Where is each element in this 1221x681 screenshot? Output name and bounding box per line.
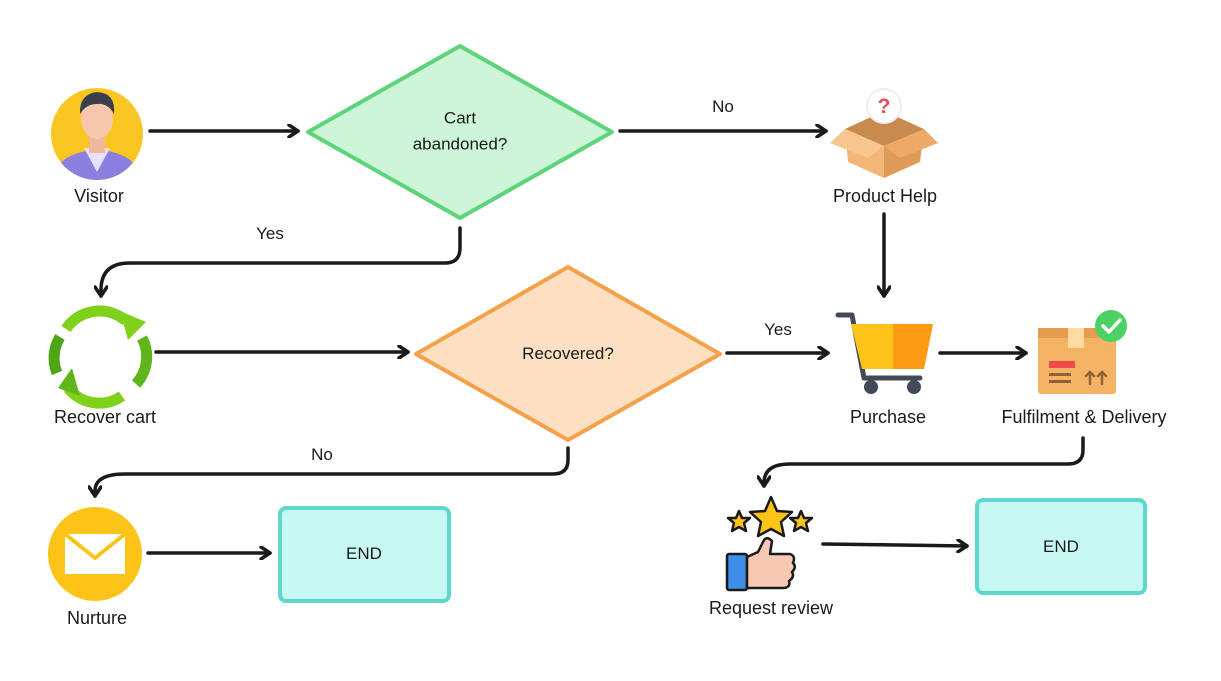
visitor-avatar-icon <box>51 88 143 180</box>
edge-label-recovered-no: No <box>311 445 333 464</box>
edge-label-recovered-yes: Yes <box>764 320 792 339</box>
fulfilment-label: Fulfilment & Delivery <box>1001 407 1167 427</box>
cart-abandoned-text: Cart abandoned? <box>413 106 508 159</box>
decision-recovered <box>414 265 722 442</box>
edge-review-to-end <box>821 544 969 546</box>
end-box-2-text: END <box>1043 536 1079 556</box>
cart-abandoned-line1: Cart <box>443 108 477 128</box>
box-question-icon: ? <box>830 88 938 178</box>
product-help-label: Product Help <box>832 186 938 206</box>
edge-cart-to-recover <box>101 226 462 298</box>
recover-cart-label: Recover cart <box>53 407 157 427</box>
visitor-label: Visitor <box>74 186 124 206</box>
shopping-cart-icon <box>835 312 933 394</box>
envelope-icon <box>48 507 142 601</box>
edge-fulfilment-to-review <box>764 436 1085 488</box>
recovered-text: Recovered? <box>522 343 614 363</box>
request-review-label: Request review <box>708 598 834 618</box>
edge-recovered-to-nurture <box>95 446 570 498</box>
package-check-icon <box>1038 310 1127 394</box>
edge-label-cart-yes: Yes <box>256 224 284 243</box>
thumbs-up-stars-icon <box>725 495 814 592</box>
cart-abandoned-line2: abandoned? <box>412 135 508 154</box>
svg-text:?: ? <box>878 95 891 118</box>
edge-label-cart-no: No <box>712 97 734 116</box>
nurture-label: Nurture <box>66 608 128 628</box>
recycle-arrows-icon <box>48 305 153 409</box>
decision-cart-abandoned <box>306 44 614 220</box>
end-box-1 <box>278 506 451 603</box>
end-box-1-text: END <box>346 543 382 563</box>
end-box-2 <box>975 498 1147 595</box>
purchase-label: Purchase <box>849 407 927 427</box>
